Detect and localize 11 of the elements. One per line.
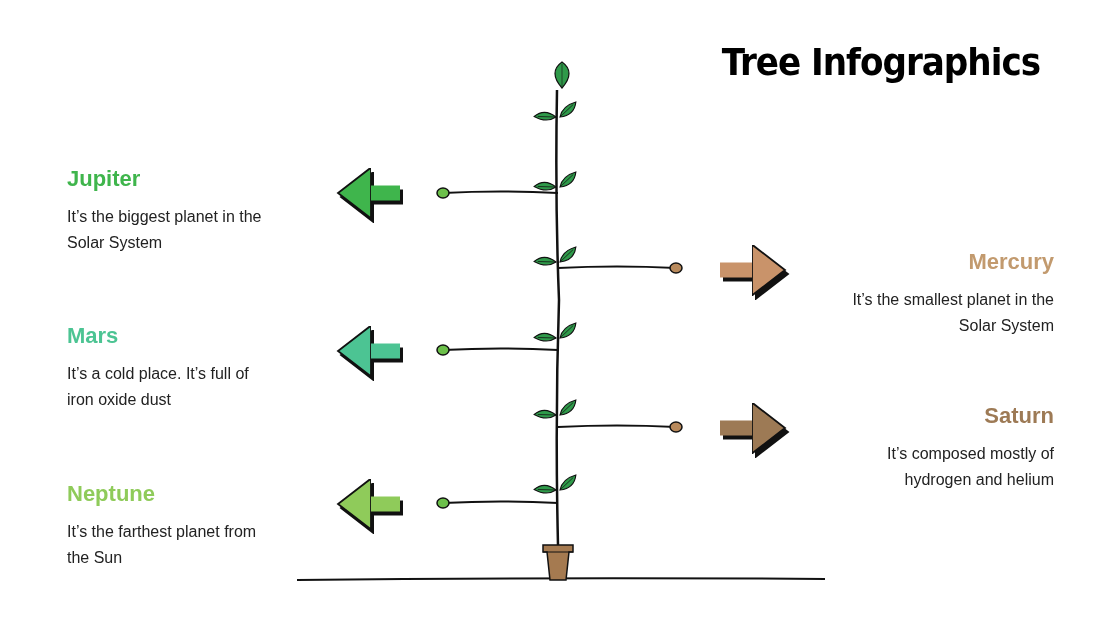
planet-heading: Mercury [967, 249, 1054, 275]
title: Tree Infographics [721, 40, 1040, 84]
planet-heading: Saturn [983, 403, 1054, 429]
planet-description: It’s the farthest planet from the Sun [67, 522, 258, 568]
planet-heading: Neptune [67, 481, 156, 507]
planet-description: It’s the smallest planet in the Solar System [851, 290, 1054, 336]
planet-description: It’s composed mostly of hydrogen and helium [886, 444, 1054, 490]
planet-description: It’s a cold place. It’s full of iron oxide dust [67, 364, 250, 410]
planet-heading: Jupiter [67, 166, 142, 192]
planet-description: It’s the biggest planet in the Solar System [67, 207, 263, 253]
planet-heading: Mars [67, 323, 120, 349]
